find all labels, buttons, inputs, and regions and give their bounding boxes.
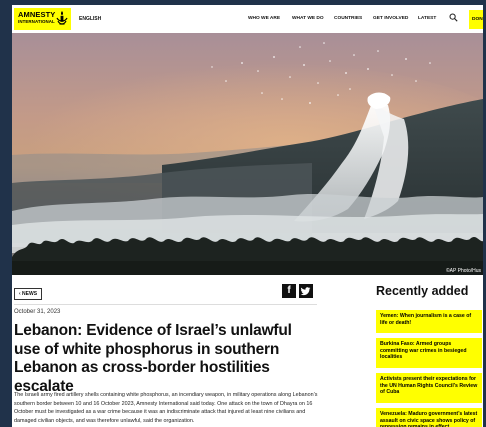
donate-button[interactable]: DON (469, 10, 483, 29)
twitter-icon (300, 287, 311, 296)
article-divider (14, 304, 317, 305)
chevron-left-icon: ‹ (18, 291, 21, 297)
back-to-news-button[interactable]: ‹ NEWS (14, 288, 42, 300)
nav-who-we-are[interactable]: WHO WE ARE (248, 16, 281, 21)
amnesty-logo[interactable]: AMNESTY INTERNATIONAL (14, 8, 71, 30)
hero-image: ©AP Photo/Hus (12, 33, 483, 275)
nav-get-involved[interactable]: GET INVOLVED (373, 16, 409, 21)
site-header: AMNESTY INTERNATIONAL ENGLISH WHO WE ARE… (12, 5, 483, 34)
search-icon[interactable] (449, 13, 458, 22)
recent-item[interactable]: Venezuela: Maduro government’s latest as… (376, 408, 482, 427)
recently-added-list: Yemen: When journalism is a case of life… (376, 310, 482, 427)
logo-line-1: AMNESTY (18, 10, 56, 19)
facebook-share-button[interactable]: f (282, 284, 296, 298)
white-phosphorus-photo (12, 33, 483, 275)
photo-credit: ©AP Photo/Hus (446, 268, 481, 274)
recently-added-heading: Recently added (376, 284, 469, 298)
logo-wordmark: AMNESTY INTERNATIONAL (18, 10, 56, 24)
recent-item[interactable]: Yemen: When journalism is a case of life… (376, 310, 482, 333)
nav-what-we-do[interactable]: WHAT WE DO (292, 16, 324, 21)
facebook-icon: f (287, 285, 291, 296)
article-date: October 31, 2023 (14, 309, 61, 315)
logo-line-2: INTERNATIONAL (18, 18, 55, 24)
twitter-share-button[interactable]: t (299, 284, 313, 298)
article-title: Lebanon: Evidence of Israel’s unlawful u… (14, 322, 292, 395)
candle-icon (56, 11, 68, 25)
recent-item[interactable]: Activists present their expectations for… (376, 373, 482, 403)
nav-countries[interactable]: COUNTRIES (334, 16, 363, 21)
recent-item[interactable]: Burkina Faso: Armed groups committing wa… (376, 338, 482, 368)
language-selector[interactable]: ENGLISH (79, 16, 102, 22)
back-label: NEWS (22, 291, 38, 297)
nav-latest[interactable]: LATEST (418, 16, 437, 21)
web-page: AMNESTY INTERNATIONAL ENGLISH WHO WE ARE… (12, 5, 483, 427)
article-body: The Israeli army fired artillery shells … (14, 392, 318, 424)
